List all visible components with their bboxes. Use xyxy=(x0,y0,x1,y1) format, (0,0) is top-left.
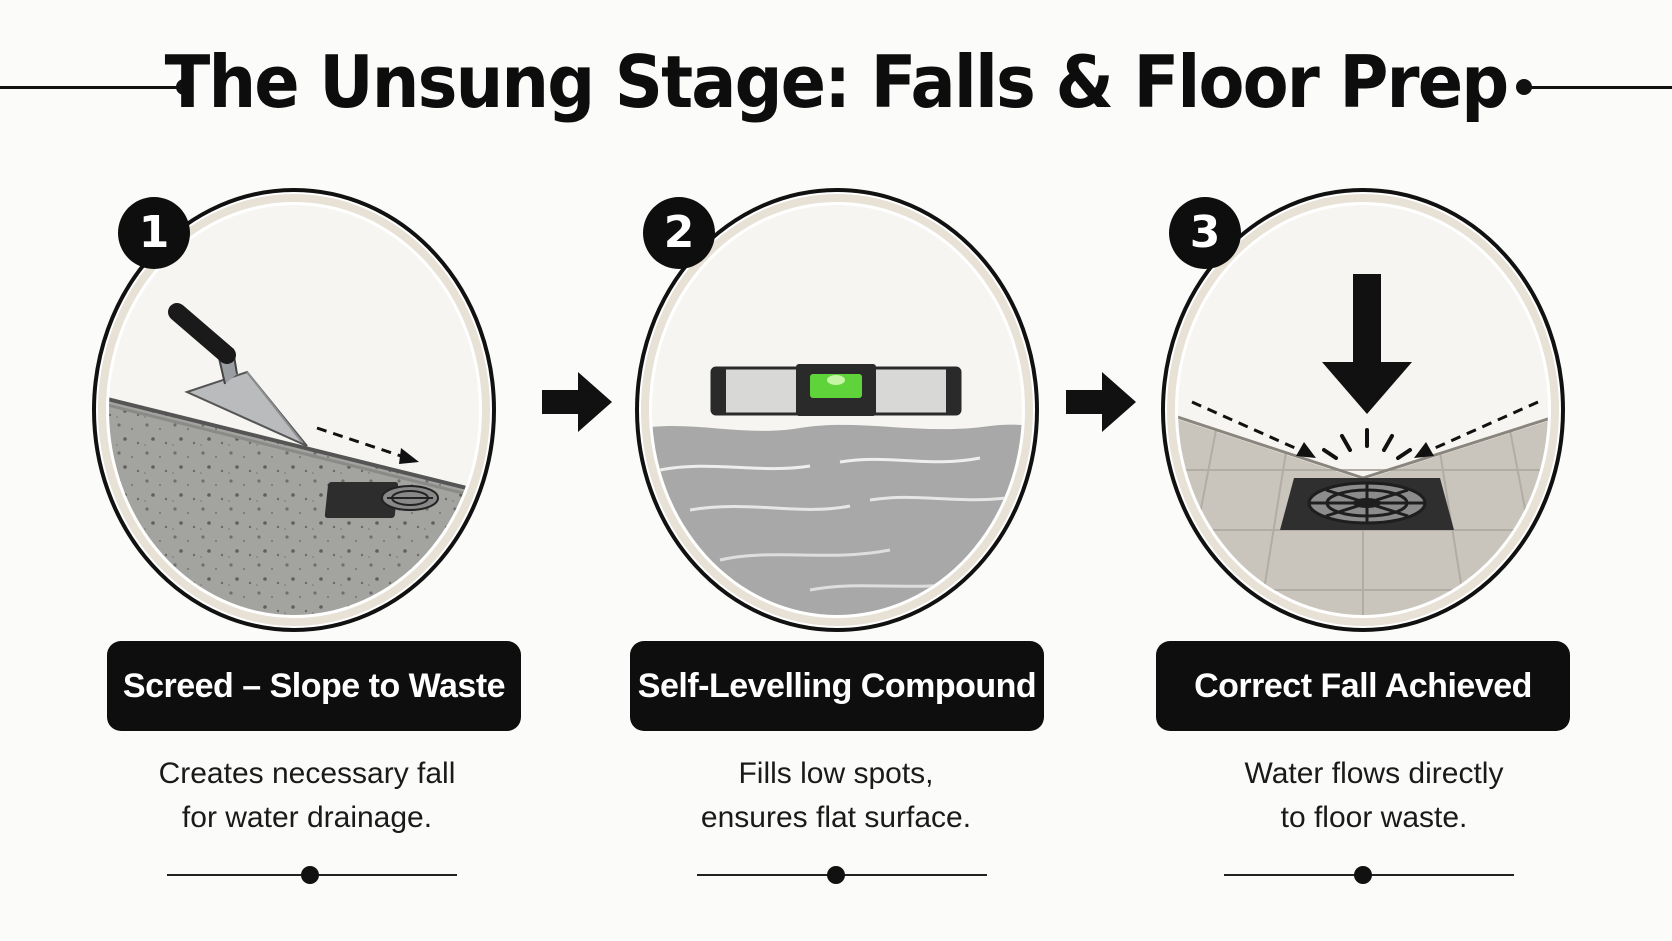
step-1: 1 Screed – Slope to Waste Creates necess… xyxy=(87,0,567,941)
step-3: 3 Correct Fall Achieved Water flows dire… xyxy=(1156,0,1636,941)
page-title: The Unsung Stage: Falls & Floor Prep xyxy=(164,40,1510,124)
step-3-illustration xyxy=(1161,188,1565,632)
step-1-divider-dot xyxy=(301,866,319,884)
title-rule-right-dot xyxy=(1516,79,1532,95)
step-3-label: Correct Fall Achieved xyxy=(1156,641,1570,731)
step-1-description: Creates necessary fall for water drainag… xyxy=(67,752,547,840)
step-3-description: Water flows directly to floor waste. xyxy=(1134,752,1614,840)
step-2-label: Self-Levelling Compound xyxy=(630,641,1044,731)
step-1-illustration xyxy=(92,188,496,632)
step-1-number-badge: 1 xyxy=(118,197,190,269)
title-rule-left xyxy=(0,86,178,89)
step-2: 2 Self-Levelling Compound Fills low spot… xyxy=(630,0,1110,941)
step-3-divider-dot xyxy=(1354,866,1372,884)
step-1-description-line-1: Creates necessary fall xyxy=(158,757,456,790)
step-2-description-line-2: ensures flat surface. xyxy=(700,801,972,834)
step-1-label: Screed – Slope to Waste xyxy=(107,641,521,731)
step-2-divider-dot xyxy=(827,866,845,884)
step-2-description: Fills low spots, ensures flat surface. xyxy=(596,752,1076,840)
step-3-description-line-1: Water flows directly xyxy=(1244,757,1504,790)
arrow-right-icon xyxy=(1066,372,1136,432)
title-row: The Unsung Stage: Falls & Floor Prep xyxy=(0,22,1672,152)
step-2-description-line-1: Fills low spots, xyxy=(738,757,934,790)
title-rule-right xyxy=(1530,86,1672,89)
step-1-description-line-2: for water drainage. xyxy=(181,801,433,834)
arrow-right-icon xyxy=(542,372,612,432)
step-2-illustration xyxy=(635,188,1039,632)
step-2-number-badge: 2 xyxy=(643,197,715,269)
title-rule-left-dot xyxy=(176,79,192,95)
step-3-description-line-2: to floor waste. xyxy=(1280,801,1468,834)
step-3-number-badge: 3 xyxy=(1169,197,1241,269)
